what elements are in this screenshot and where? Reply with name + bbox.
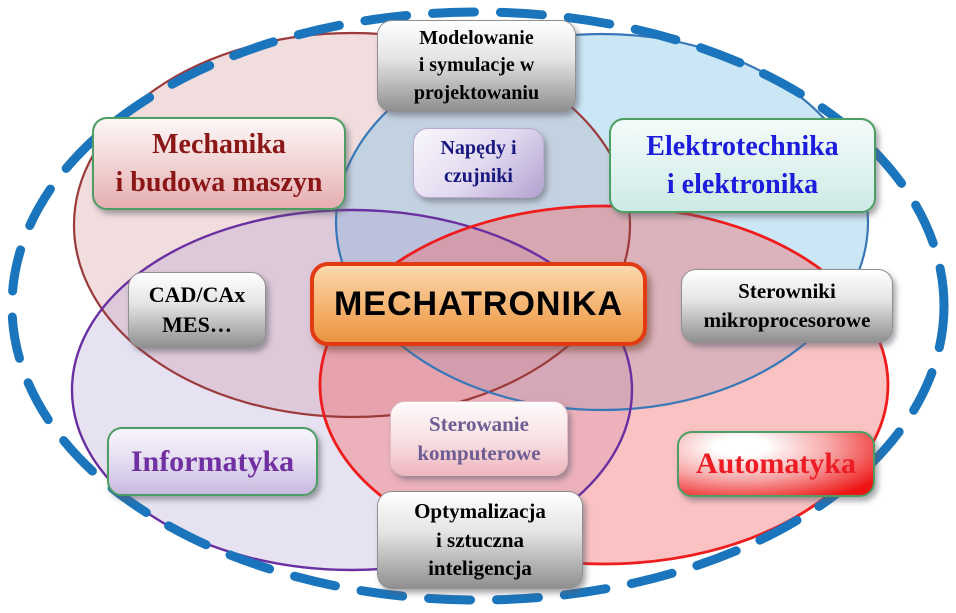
discipline-node-informatyka: Informatyka bbox=[107, 427, 318, 496]
discipline-node-elektrotechnika: Elektrotechnika i elektronika bbox=[609, 118, 876, 213]
intersection-node-napedy-czujniki: Napędy i czujniki bbox=[413, 128, 544, 198]
discipline-node-automatyka: Automatyka bbox=[677, 431, 875, 497]
intersection-node-sterowanie-komputerowe: Sterowanie komputerowe bbox=[390, 401, 568, 476]
center-node-mechatronika: MECHATRONIKA bbox=[310, 262, 647, 346]
outer-dashed-ellipse bbox=[7, 7, 949, 605]
venn-ellipse-outline-mechanika bbox=[72, 31, 632, 419]
intersection-node-cad-cax-mes: CAD/CAx MES… bbox=[128, 272, 266, 348]
intersection-node-sterowniki-mikroprocesorowe: Sterowniki mikroprocesorowe bbox=[681, 269, 893, 343]
venn-ellipse-outline-informatyka bbox=[70, 208, 634, 572]
intersection-node-modelowanie: Modelowanie i symulacje w projektowaniu bbox=[377, 20, 576, 112]
venn-ellipse-outline-elektrotechnika bbox=[334, 32, 870, 412]
discipline-node-mechanika: Mechanika i budowa maszyn bbox=[92, 117, 346, 210]
venn-ellipse-outline-automatyka bbox=[318, 204, 890, 566]
intersection-node-optymalizacja: Optymalizacja i sztuczna inteligencja bbox=[377, 491, 583, 589]
